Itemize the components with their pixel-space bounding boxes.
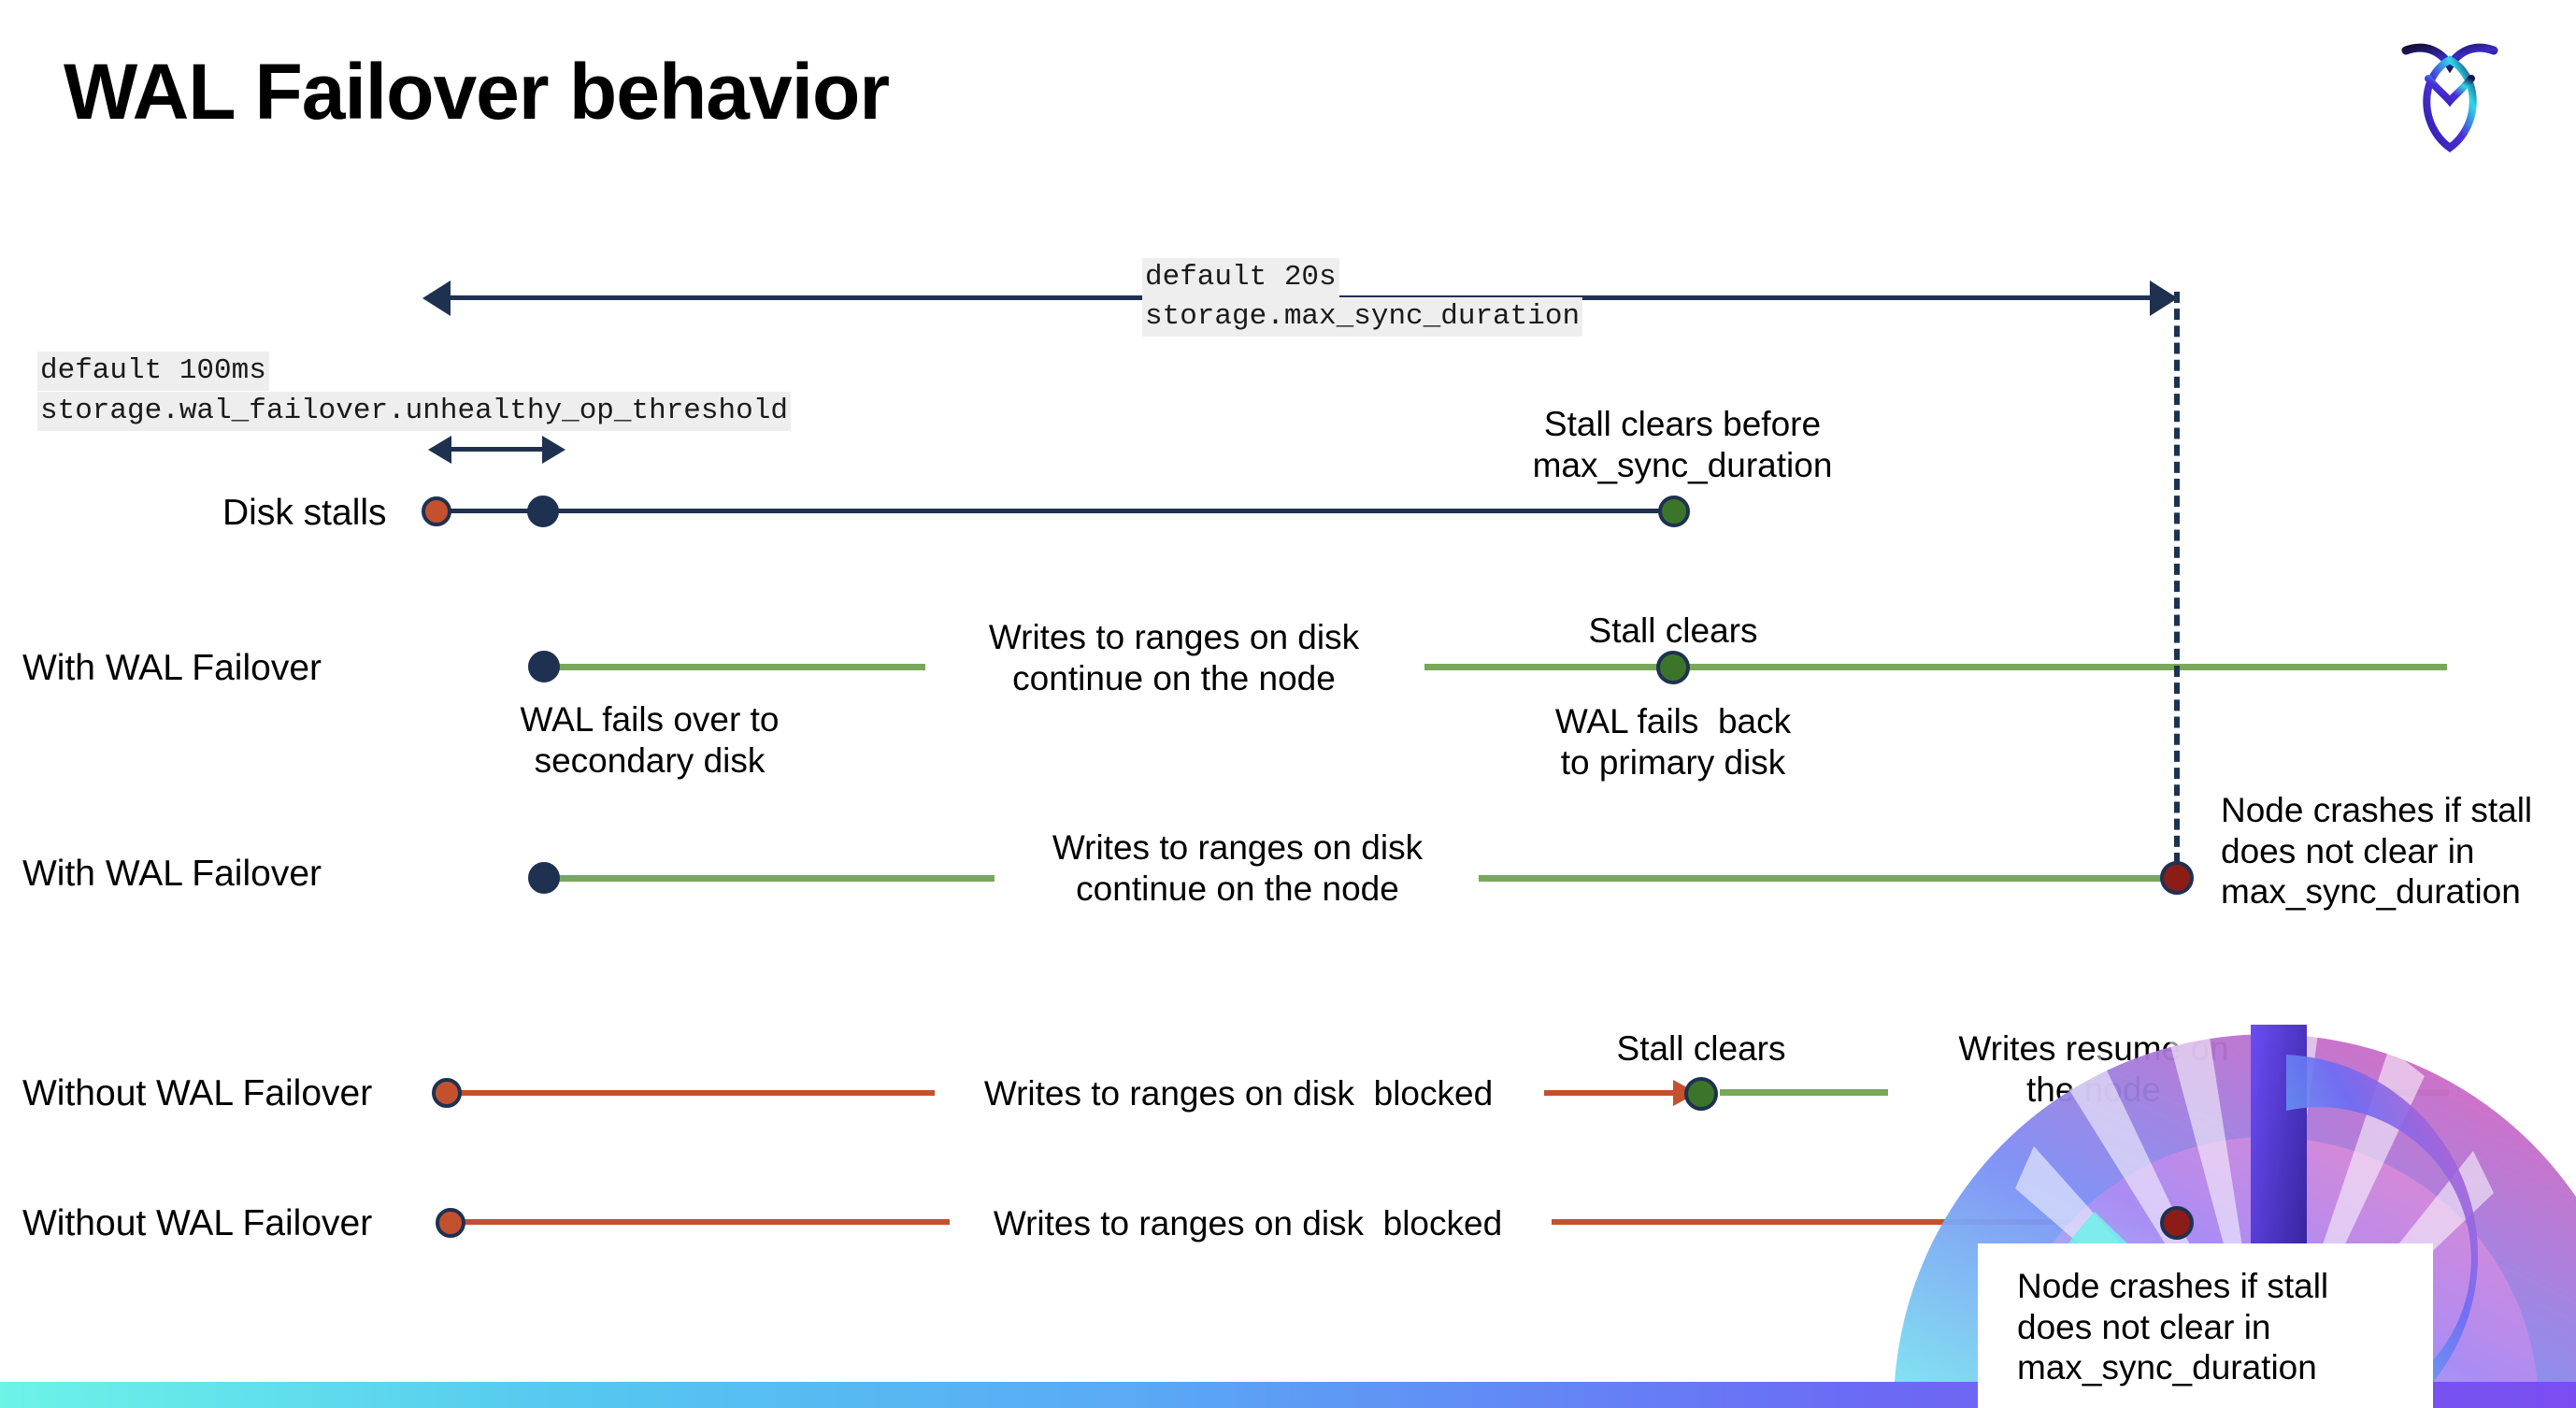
- without-wal-1-stall-clears-annotation: Stall clears: [1616, 1029, 1786, 1068]
- without-wal-1-start-dot: [432, 1078, 462, 1108]
- disk-stalls-line: [439, 509, 1673, 513]
- without-wal-1-blocked-segment-2: [1544, 1090, 1680, 1096]
- row-label-disk-stalls: Disk stalls: [222, 493, 387, 533]
- unhealthy-op-arrow-right-head: [542, 436, 565, 464]
- without-wal-2-crash-annotation: Node crashes if stall does not clear in …: [2017, 1267, 2329, 1387]
- cockroachdb-logo-icon: [2389, 28, 2511, 159]
- without-wal-2-crash-dot: [2160, 1206, 2194, 1240]
- with-wal-1-failover-dot: [528, 651, 560, 682]
- crash-caption-backdrop: [1978, 1243, 2433, 1408]
- without-wal-1-blocked-annotation: Writes to ranges on disk blocked: [983, 1074, 1494, 1113]
- with-wal-2-failover-dot: [528, 862, 560, 894]
- row-label-with-wal-failover-1: With WAL Failover: [22, 648, 322, 688]
- without-wal-1-resume-annotation: Writes resume on the node: [1958, 1029, 2229, 1109]
- without-wal-2-blocked-segment: [456, 1219, 950, 1225]
- without-wal-1-resume-segment-2: [2288, 1089, 2449, 1096]
- with-wal-2-crash-dot: [2160, 861, 2194, 895]
- unhealthy-op-default-chip: default 100ms: [37, 352, 269, 391]
- with-wal-1-clear-dot: [1656, 651, 1690, 684]
- disk-stalls-failover-dot: [527, 496, 559, 527]
- with-wal-1-segment-a: [546, 664, 925, 670]
- row-label-with-wal-failover-2: With WAL Failover: [22, 854, 322, 894]
- with-wal-1-failover-annotation: WAL fails over to secondary disk: [520, 700, 780, 780]
- with-wal-1-stall-clears-annotation: Stall clears: [1588, 611, 1758, 650]
- without-wal-2-start-dot: [436, 1208, 465, 1238]
- max-sync-dashed-guide: [2174, 292, 2180, 864]
- with-wal-1-writes-annotation: Writes to ranges on disk continue on the…: [988, 618, 1360, 697]
- with-wal-2-crash-annotation: Node crashes if stall does not clear in …: [2221, 791, 2533, 912]
- without-wal-2-blocked-annotation: Writes to ranges on disk blocked: [993, 1204, 1503, 1243]
- max-sync-default-chip: default 20s: [1142, 258, 1339, 297]
- without-wal-1-blocked-segment: [451, 1090, 935, 1096]
- row-label-without-wal-failover-1: Without WAL Failover: [22, 1073, 373, 1113]
- unhealthy-op-arrow-line: [447, 447, 550, 452]
- disk-stalls-start-dot: [422, 496, 451, 526]
- without-wal-1-clear-dot: [1684, 1077, 1718, 1111]
- max-sync-arrow-left-head: [422, 280, 451, 316]
- max-sync-arrow-right-head: [2150, 280, 2178, 316]
- without-wal-1-resume-segment: [1720, 1089, 1888, 1096]
- with-wal-2-segment-b: [1479, 875, 2180, 882]
- with-wal-2-writes-annotation: Writes to ranges on disk continue on the…: [1052, 828, 1424, 908]
- with-wal-1-segment-b: [1424, 664, 2447, 670]
- row-label-without-wal-failover-2: Without WAL Failover: [22, 1203, 373, 1243]
- page-title: WAL Failover behavior: [64, 48, 890, 136]
- without-wal-2-blocked-segment-2: [1552, 1219, 2150, 1225]
- disk-stalls-clears-annotation: Stall clears before max_sync_duration: [1532, 405, 1833, 484]
- unhealthy-op-name-chip: storage.wal_failover.unhealthy_op_thresh…: [37, 392, 791, 431]
- with-wal-2-segment-a: [546, 875, 995, 882]
- disk-stalls-clear-dot: [1658, 496, 1690, 527]
- max-sync-name-chip: storage.max_sync_duration: [1142, 297, 1583, 337]
- with-wal-1-failback-annotation: WAL fails back to primary disk: [1554, 702, 1792, 782]
